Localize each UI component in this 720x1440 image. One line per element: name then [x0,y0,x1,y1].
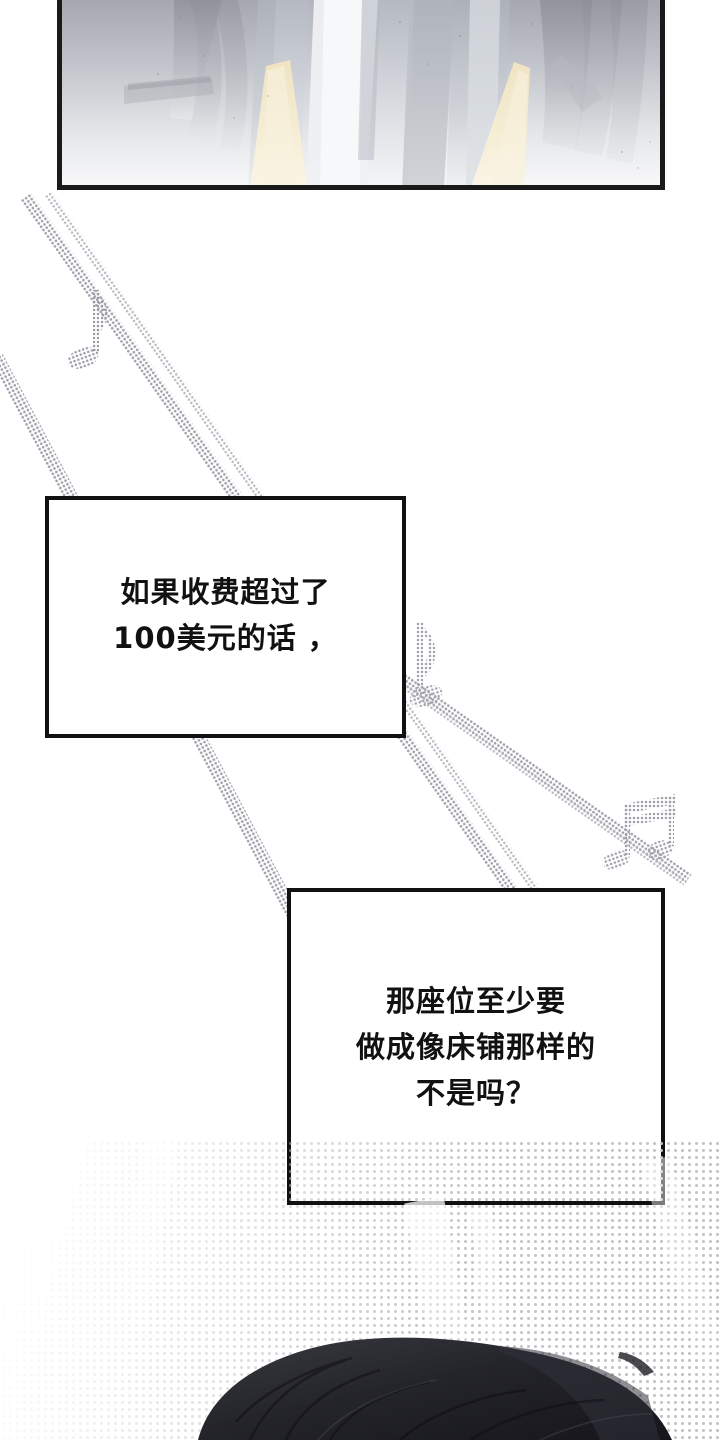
speech-box-lower-text: 那座位至少要 做成像床铺那样的 不是吗？ [355,983,596,1110]
speech-box-upper[interactable]: 如果收费超过了 100美元的话 ， [45,496,406,738]
panel-art-layer [62,0,660,185]
fabric-and-hair-art [62,0,660,185]
music-note-single-upper-left [64,288,124,380]
top-illustration-panel [57,0,665,190]
figure-hair-silhouette [198,1337,672,1440]
music-note-beamed-pair [604,792,702,888]
music-note-single-middle [404,618,466,714]
bottom-illustration-scene [0,1140,720,1440]
speech-box-upper-text: 如果收费超过了 100美元的话 ， [113,575,338,655]
